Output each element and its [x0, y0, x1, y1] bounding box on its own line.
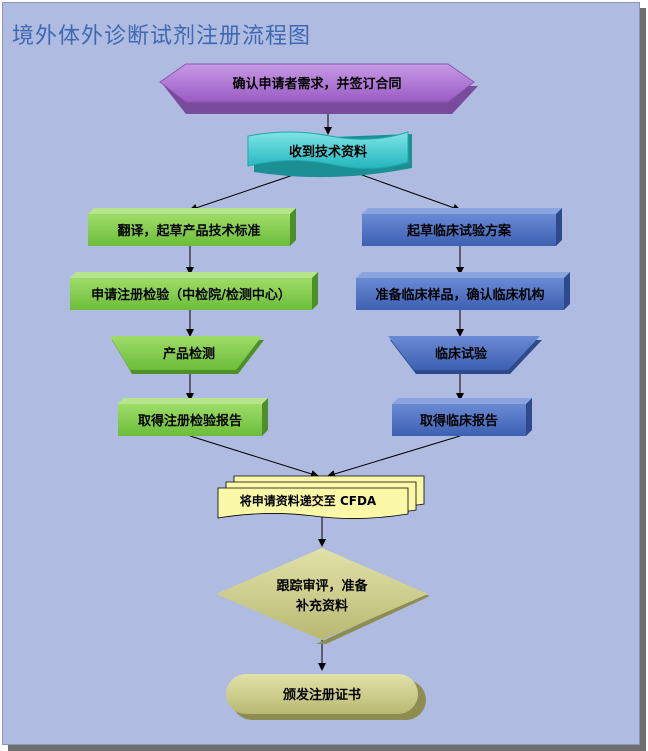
step-review: 跟踪审评，准备 补充资料 — [216, 548, 430, 644]
step-confirm-label: 确认申请者需求，并签订合同 — [232, 76, 401, 92]
step-prepare-samples: 准备临床样品，确认临床机构 — [356, 272, 570, 310]
step-issue: 颁发注册证书 — [226, 674, 426, 720]
step-test-report: 取得注册检验报告 — [118, 398, 268, 436]
arrow-receive-translate — [189, 169, 309, 212]
step-clinical-trial: 临床试验 — [388, 336, 542, 374]
step-review-label-line2: 补充资料 — [295, 598, 348, 614]
arrow-testreport-submit — [189, 435, 319, 478]
step-review-label-line1: 跟踪审评，准备 — [276, 578, 368, 594]
step-clinical-report: 取得临床报告 — [392, 398, 532, 436]
step-product-test-label: 产品检测 — [163, 346, 215, 362]
step-issue-label: 颁发注册证书 — [283, 687, 361, 703]
arrow-clinicalreport-submit — [327, 435, 461, 478]
step-translate: 翻译，起草产品技术标准 — [88, 208, 296, 246]
step-confirm: 确认申请者需求，并签订合同 — [159, 63, 478, 114]
page-title: 境外体外诊断试剂注册流程图 — [12, 24, 312, 49]
step-apply-test: 申请注册检验（中检院/检测中心） — [70, 272, 318, 310]
arrow-receive-draft — [347, 169, 461, 212]
step-receive: 收到技术资料 — [247, 131, 412, 178]
step-receive-label: 收到技术资料 — [289, 144, 367, 160]
step-draft-clinical-label: 起草临床试验方案 — [406, 223, 512, 239]
step-clinical-report-label: 取得临床报告 — [420, 413, 498, 429]
step-submit-label: 将申请资料递交至 CFDA — [240, 493, 377, 508]
step-prepare-samples-label: 准备临床样品，确认临床机构 — [375, 287, 544, 303]
step-translate-label: 翻译，起草产品技术标准 — [117, 223, 260, 239]
step-clinical-trial-label: 临床试验 — [435, 346, 488, 362]
connectors — [186, 102, 464, 671]
step-apply-test-label: 申请注册检验（中检院/检测中心） — [91, 287, 291, 303]
step-draft-clinical: 起草临床试验方案 — [362, 208, 562, 246]
step-test-report-label: 取得注册检验报告 — [138, 413, 242, 429]
step-product-test: 产品检测 — [110, 336, 264, 374]
step-submit: 将申请资料递交至 CFDA — [217, 475, 425, 519]
